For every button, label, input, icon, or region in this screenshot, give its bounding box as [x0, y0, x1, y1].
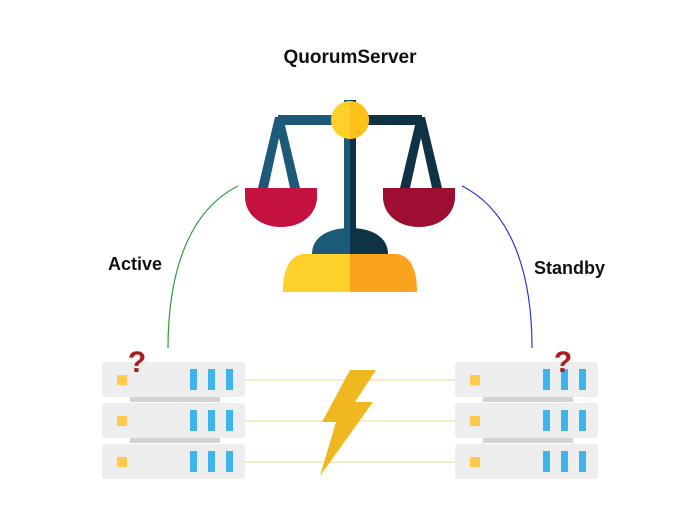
scale-beam-left	[278, 115, 350, 125]
server-unit	[455, 362, 598, 402]
standby-connection-line	[461, 185, 533, 349]
scale-pivot-shade	[350, 101, 369, 139]
server-unit	[455, 444, 598, 479]
scale-pan-left	[245, 188, 317, 227]
scale-dome-left	[312, 228, 350, 254]
scale-hanger-right	[400, 117, 442, 188]
scale-pan-right	[383, 188, 455, 227]
scale-pillar-right	[350, 100, 356, 240]
scale-base-left	[283, 254, 350, 292]
lightning-bolt-icon	[320, 370, 376, 476]
scale-hanger-left	[258, 117, 300, 188]
active-connection-line	[167, 185, 239, 349]
scale-beam-right	[350, 115, 422, 125]
server-unit	[102, 444, 245, 479]
quorum-server-title: QuorumServer	[283, 47, 417, 68]
question-mark-icon-left: ?	[128, 346, 146, 379]
scale-dome-right	[350, 228, 388, 254]
question-mark-icon-right: ?	[554, 346, 572, 379]
active-server-rack	[102, 362, 245, 479]
server-unit	[102, 362, 245, 402]
standby-server-rack	[455, 362, 598, 479]
standby-label: Standby	[534, 258, 606, 278]
scale-pillar-left	[344, 100, 350, 240]
server-unit	[455, 403, 598, 443]
balance-scale-icon	[245, 100, 455, 292]
active-label: Active	[108, 254, 163, 274]
scale-base-right	[350, 254, 417, 292]
server-unit	[102, 403, 245, 443]
